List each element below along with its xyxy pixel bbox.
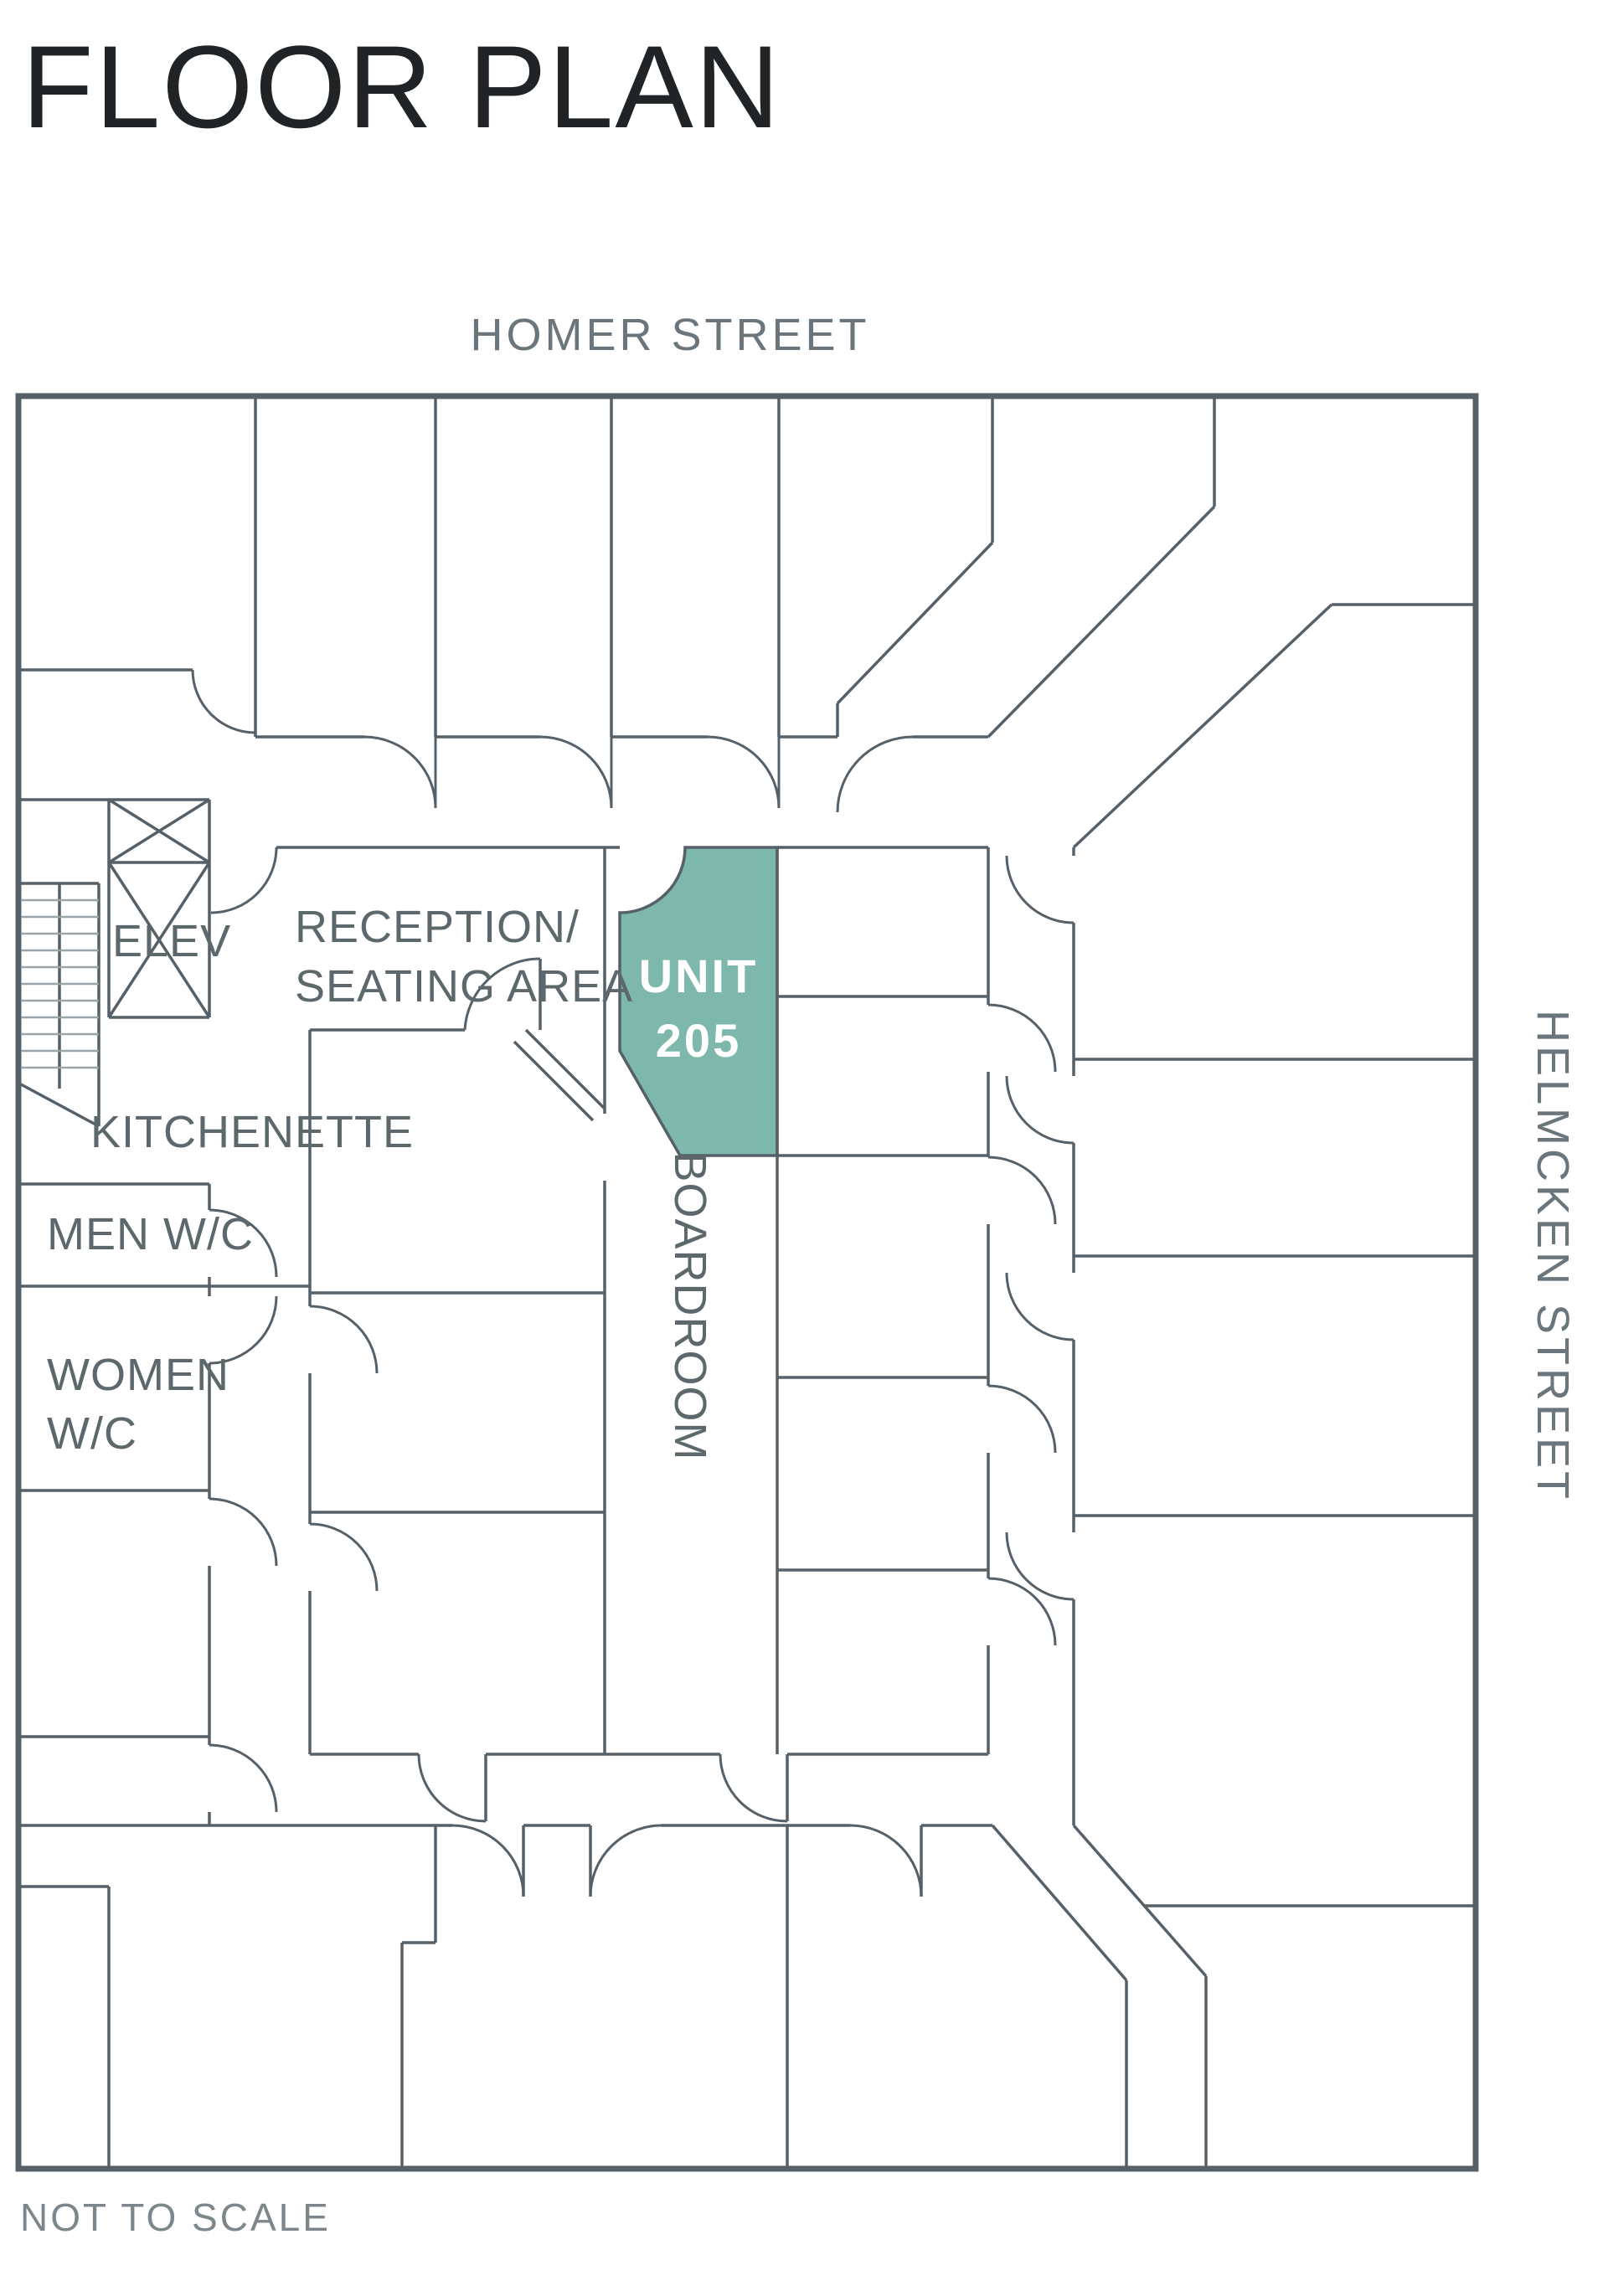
unit-205-label-line1: UNIT xyxy=(639,950,759,1002)
reception-label-line1: RECEPTION/ xyxy=(295,902,580,952)
stair-walls xyxy=(18,882,100,1128)
elevator-shaft-walls xyxy=(18,798,211,1019)
room-labels: RECEPTION/ SEATING AREA ELEV KITCHENETTE… xyxy=(47,902,715,1461)
women-wc-label-line2: W/C xyxy=(47,1408,137,1459)
bottom-door-arcs xyxy=(451,1824,923,1897)
top-row-door-arcs xyxy=(191,669,914,813)
street-label-helmcken: HELMCKEN STREET xyxy=(1528,1010,1578,1502)
women-wc-label-line1: WOMEN xyxy=(47,1350,229,1400)
street-label-homer: HOMER STREET xyxy=(470,310,869,360)
core-door-arcs xyxy=(210,847,1057,1823)
men-wc-label: MEN W/C xyxy=(47,1209,254,1259)
outer-wall xyxy=(15,393,1479,2172)
scale-note: NOT TO SCALE xyxy=(20,2196,331,2239)
page-title: FLOOR PLAN xyxy=(22,21,781,152)
stair-treads xyxy=(21,898,99,1069)
unit-205-highlight xyxy=(618,846,779,1157)
building-outline xyxy=(15,393,1479,2172)
bottom-room-walls xyxy=(18,1824,992,2169)
street-labels: HOMER STREET HELMCKEN STREET xyxy=(470,310,1578,1502)
interior-walls xyxy=(18,396,1476,2169)
reception-label-line2: SEATING AREA xyxy=(295,961,633,1012)
top-room-walls xyxy=(18,396,1476,849)
right-room-walls xyxy=(991,847,1476,2169)
unit-205-label-line2: 205 xyxy=(656,1014,741,1067)
west-door-arcs xyxy=(209,1208,278,1813)
core-walls xyxy=(276,846,990,1821)
unit-205-highlight-group xyxy=(618,846,779,1157)
west-room-walls xyxy=(18,1182,310,1825)
door-arcs xyxy=(191,669,1075,1897)
scale-note-group: NOT TO SCALE xyxy=(20,2196,331,2239)
boardroom-label: BOARDROOM xyxy=(665,1151,715,1460)
stair-tread-lines xyxy=(21,898,99,1069)
kitchenette-label: KITCHENETTE xyxy=(90,1107,414,1157)
right-column-door-arcs xyxy=(1005,855,1075,1601)
unit-205-label-group: UNIT 205 xyxy=(639,950,759,1067)
page-title-group: FLOOR PLAN xyxy=(22,21,781,152)
elevator-label: ELEV xyxy=(112,916,231,966)
